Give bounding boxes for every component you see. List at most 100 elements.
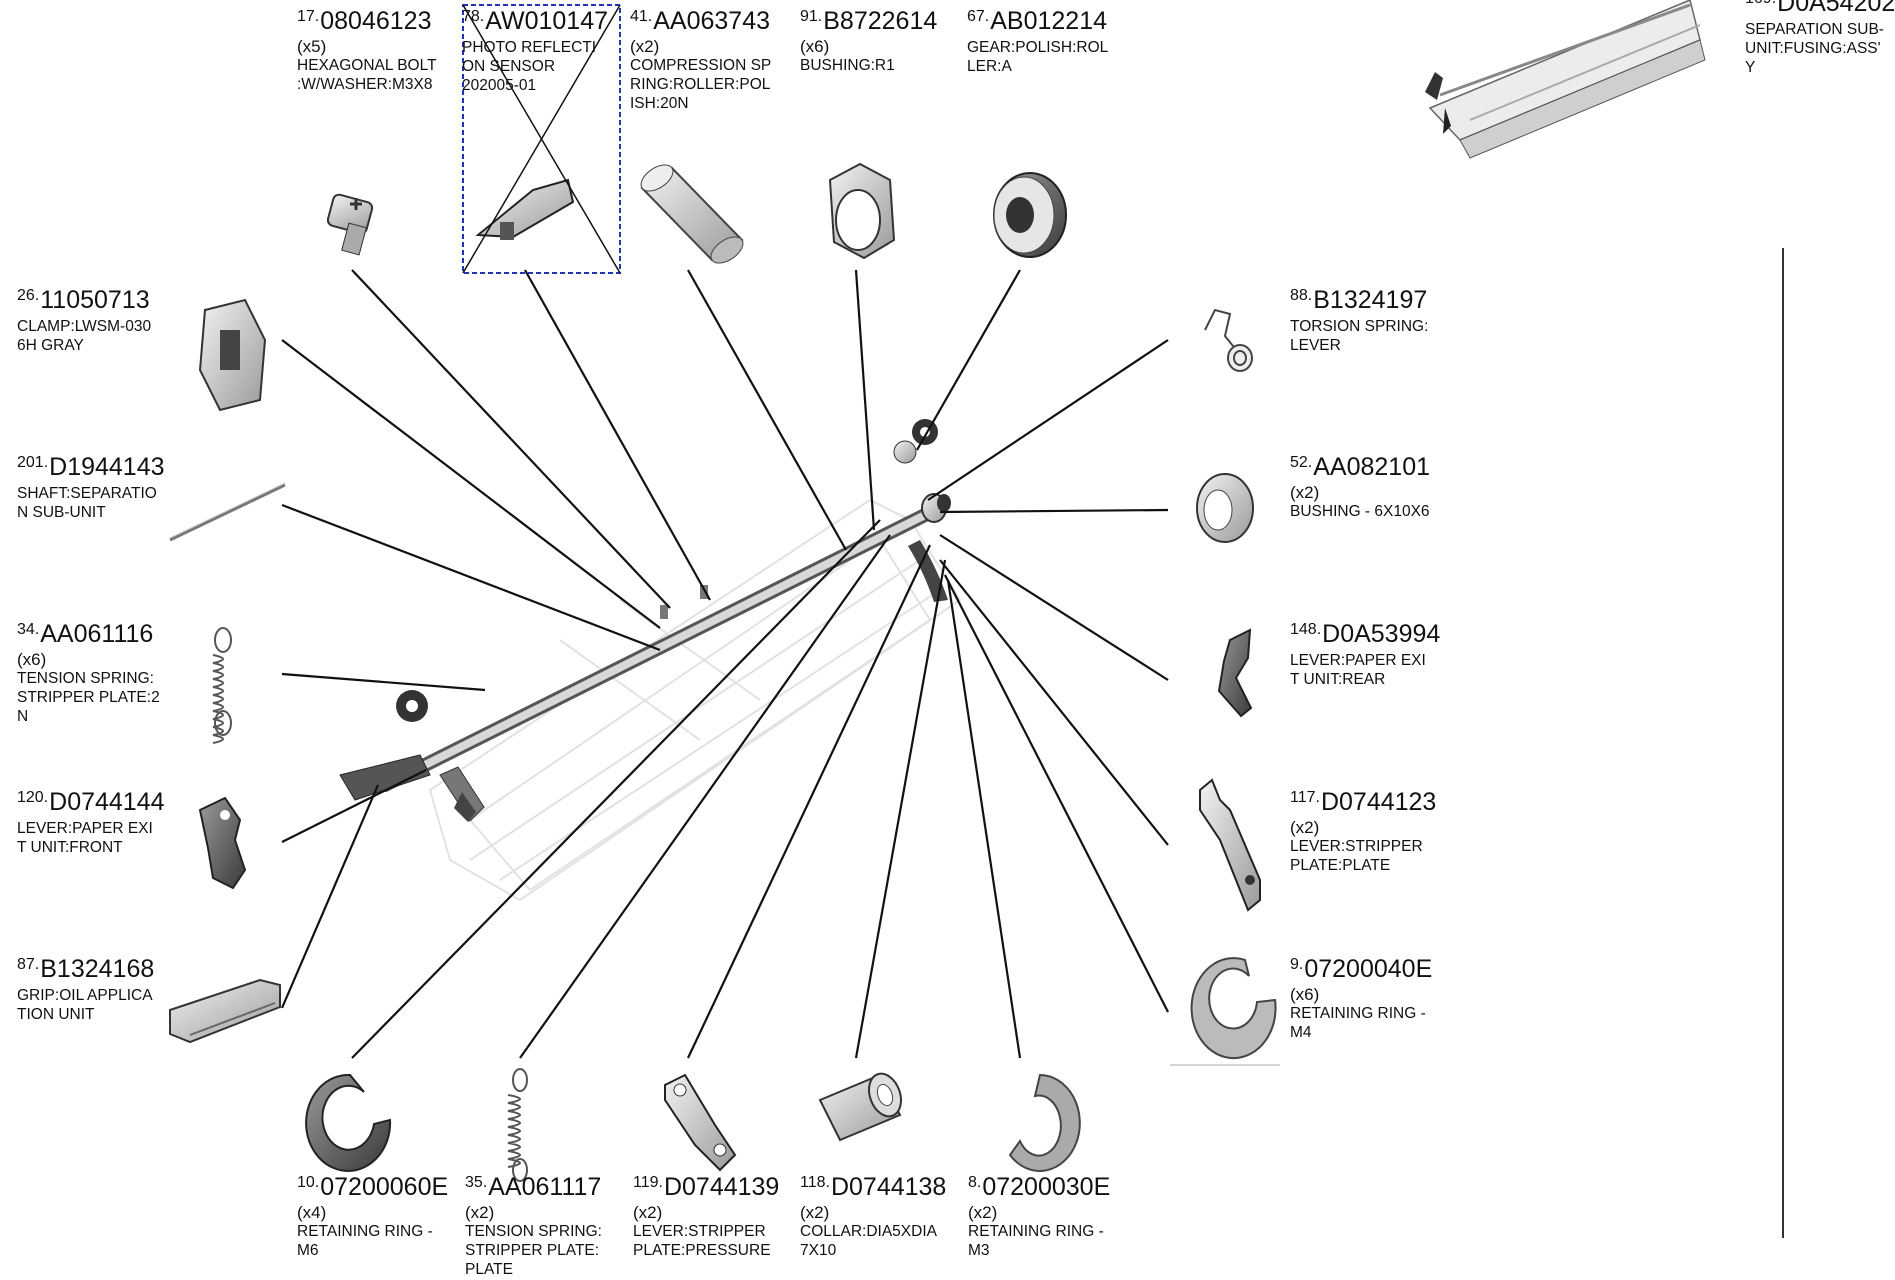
part-index: 148. [1290, 621, 1322, 638]
part-index: 87. [17, 956, 40, 973]
assembly-ghost [428, 498, 962, 902]
part-index: 78. [462, 8, 485, 25]
part-callout-118: 118.D0744138 (x2)COLLAR:DIA5XDIA 7X10 [800, 1174, 965, 1260]
part-description: RETAINING RING - M4 [1290, 1005, 1426, 1041]
part-17-bolt-drawing [326, 193, 374, 256]
part-number: 91.B8722614 [800, 8, 965, 34]
part-callout-35: 35.AA061117 (x2)TENSION SPRING: STRIPPER … [465, 1174, 630, 1279]
part-number: 41.AA063743 [630, 8, 795, 34]
part-201-shaft-drawing [169, 482, 286, 542]
part-quantity: (x6) [17, 650, 47, 669]
part-description: TENSION SPRING: STRIPPER PLATE:2 N [17, 670, 160, 725]
part-index: 119. [633, 1174, 663, 1191]
part-code: 07200040E [1304, 955, 1433, 983]
part-index: 26. [17, 287, 40, 304]
part-118-collar-drawing [818, 1072, 902, 1142]
part-34-spring-drawing [212, 627, 232, 744]
part-number: 35.AA061117 [465, 1174, 630, 1200]
part-description: SHAFT:SEPARATIO N SUB-UNIT [17, 485, 157, 521]
part-quantity: (x2) [800, 1203, 830, 1222]
part-description: TORSION SPRING: LEVER [1290, 318, 1429, 354]
part-code: AA082101 [1313, 453, 1431, 481]
part-code: 07200030E [982, 1173, 1111, 1201]
part-code: D1944143 [49, 453, 165, 481]
part-index: 120. [17, 789, 49, 806]
part-35-spring-drawing [507, 1068, 528, 1182]
part-index: 117. [1290, 789, 1320, 806]
part-code: B8722614 [823, 7, 938, 35]
part-code: AW010147 [485, 7, 609, 35]
part-number: 52.AA082101 [1290, 454, 1455, 480]
part-87-grip-drawing [169, 978, 281, 1044]
part-120-lever-drawing [198, 796, 247, 890]
part-index: 52. [1290, 454, 1313, 471]
part-index: 9. [1290, 956, 1304, 973]
part-quantity: (x2) [968, 1203, 998, 1222]
part-code: D0744139 [663, 1173, 780, 1201]
part-index: 34. [17, 621, 40, 638]
part-code: 11050713 [40, 286, 150, 314]
part-code: B1324197 [1313, 286, 1428, 314]
part-callout-17: 17.08046123(x5)HEXAGONAL BOLT :W/WASHER:… [297, 8, 462, 94]
part-description: GRIP:OIL APPLICA TION UNIT [17, 987, 153, 1023]
part-index: 17. [297, 8, 320, 25]
part-description: SEPARATION SUB- UNIT:FUSING:ASS' Y [1745, 21, 1884, 76]
part-number: 117.D0744123 [1290, 789, 1455, 815]
part-index: 35. [465, 1174, 488, 1191]
part-description: COMPRESSION SP RING:ROLLER:POL ISH:20N [630, 57, 772, 112]
part-index: 67. [967, 8, 990, 25]
part-description: LEVER:STRIPPER PLATE:PRESSURE [633, 1223, 771, 1259]
part-number: 118.D0744138 [800, 1174, 965, 1200]
part-callout-10: 10.07200060E(x4)RETAINING RING - M6 [297, 1174, 462, 1260]
part-quantity: (x2) [465, 1203, 495, 1222]
part-code: 08046123 [320, 7, 432, 35]
part-number: 26.11050713 [17, 287, 182, 313]
part-number: 201.D1944143 [17, 454, 182, 480]
part-10-retaining-ring-drawing [305, 1073, 392, 1172]
part-code: AB012214 [990, 7, 1108, 35]
part-number: 78.AW010147 [462, 8, 627, 34]
part-callout-117: 117.D0744123(x2)LEVER:STRIPPER PLATE:PLA… [1290, 789, 1455, 875]
part-code: D0A54202 [1777, 0, 1895, 17]
part-88-torsion-spring-drawing [1204, 308, 1253, 372]
part-number: 120.D0744144 [17, 789, 182, 815]
part-callout-41: 41.AA063743 (x2)COMPRESSION SP RING:ROLLE… [630, 8, 795, 113]
part-number: 17.08046123 [297, 8, 462, 34]
part-callout-119: 119.D0744139(x2)LEVER:STRIPPER PLATE:PRE… [633, 1174, 798, 1260]
part-quantity: (x6) [800, 37, 830, 56]
part-117-lever-drawing [1199, 778, 1261, 912]
part-description: CLAMP:LWSM-030 6H GRAY [17, 318, 152, 354]
part-number: 88.B1324197 [1290, 287, 1455, 313]
part-code: D0744144 [49, 788, 165, 816]
part-26-clamp-drawing [198, 298, 267, 412]
part-number: 8.07200030E [968, 1174, 1133, 1200]
part-8-retaining-ring-drawing [1008, 1073, 1081, 1172]
part-description: HEXAGONAL BOLT :W/WASHER:M3X8 [297, 57, 437, 93]
part-description: LEVER:STRIPPER PLATE:PLATE [1290, 838, 1423, 874]
part-description: COLLAR:DIA5XDIA 7X10 [800, 1223, 937, 1259]
part-description: GEAR:POLISH:ROL LER:A [967, 39, 1109, 75]
part-description: RETAINING RING - M3 [968, 1223, 1104, 1259]
part-description: LEVER:PAPER EXI T UNIT:FRONT [17, 820, 153, 856]
part-description: TENSION SPRING: STRIPPER PLATE: PLATE [465, 1223, 602, 1278]
part-code: AA061117 [488, 1173, 602, 1201]
part-78-sensor-drawing [462, 4, 621, 274]
part-index: 88. [1290, 287, 1313, 304]
part-code: D0744123 [1320, 788, 1437, 816]
part-quantity: (x2) [630, 37, 660, 56]
part-index: 118. [800, 1174, 830, 1191]
part-52-bushing-drawing [1196, 473, 1254, 543]
part-callout-8: 8.07200030E (x2)RETAINING RING - M3 [968, 1174, 1133, 1260]
part-code: B1324168 [40, 955, 155, 983]
part-number: 10.07200060E [297, 1174, 462, 1200]
part-number: 119.D0744139 [633, 1174, 798, 1200]
part-9-retaining-ring-drawing [1170, 957, 1280, 1066]
part-number: 9.07200040E [1290, 956, 1455, 982]
part-number: 87.B1324168 [17, 956, 182, 982]
part-code: D0A53994 [1322, 620, 1441, 648]
part-code: AA063743 [653, 7, 771, 35]
